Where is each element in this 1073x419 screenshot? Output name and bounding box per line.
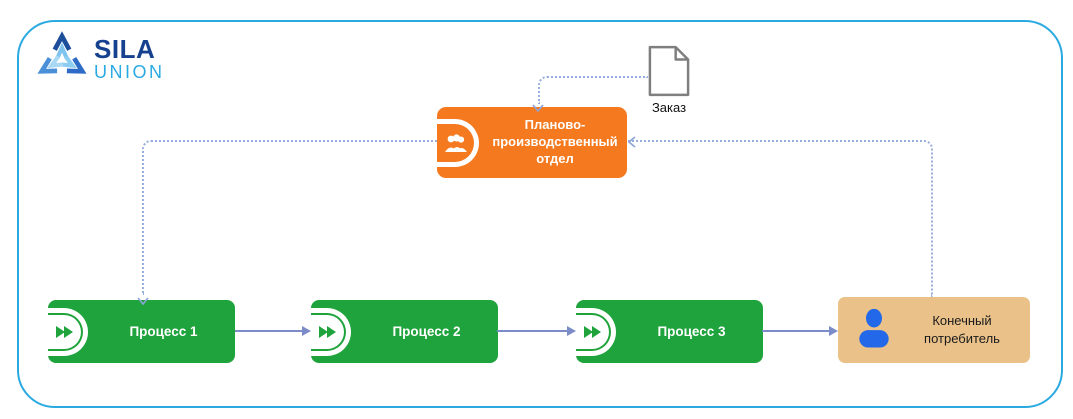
consumer-label: Конечный потребитель (924, 313, 1000, 346)
department-label: Планово-производственный отдел (492, 117, 618, 166)
dotted-connector-order-department (538, 76, 648, 104)
arrowhead-left-icon (627, 135, 636, 153)
fast-forward-icon (311, 307, 351, 356)
fast-forward-icon (48, 307, 88, 356)
process-3-label: Процесс 3 (657, 324, 726, 339)
document-icon (648, 45, 690, 101)
process-2-label: Процесс 2 (392, 324, 461, 339)
process-1-node[interactable]: Процесс 1 (48, 300, 235, 363)
process-2-node[interactable]: Процесс 2 (311, 300, 498, 363)
consumer-node[interactable]: Конечный потребитель (838, 297, 1030, 363)
order-document-node[interactable] (648, 45, 690, 97)
flow-arrow-process2-process3 (497, 326, 576, 336)
process-1-label: Процесс 1 (129, 324, 198, 339)
group-people-icon (437, 118, 479, 167)
flow-arrow-process1-process2 (235, 326, 311, 336)
person-icon (858, 308, 890, 353)
logo-subtitle: UNION (94, 62, 165, 82)
dotted-connector-department-process1 (142, 140, 437, 295)
dotted-connector-consumer-department (628, 140, 933, 297)
arrowhead-down-icon (137, 292, 149, 310)
diagram-frame (17, 20, 1063, 408)
arrowhead-down-icon (532, 99, 544, 117)
order-document-label: Заказ (651, 100, 687, 115)
logo-title: SILA (94, 34, 156, 64)
fast-forward-icon (576, 307, 616, 356)
sila-union-logo: SILA UNION (36, 30, 165, 87)
department-node[interactable]: Планово-производственный отдел (437, 107, 627, 178)
process-3-node[interactable]: Процесс 3 (576, 300, 763, 363)
sila-union-logo-icon (36, 30, 88, 87)
flow-arrow-process3-consumer (762, 326, 838, 336)
